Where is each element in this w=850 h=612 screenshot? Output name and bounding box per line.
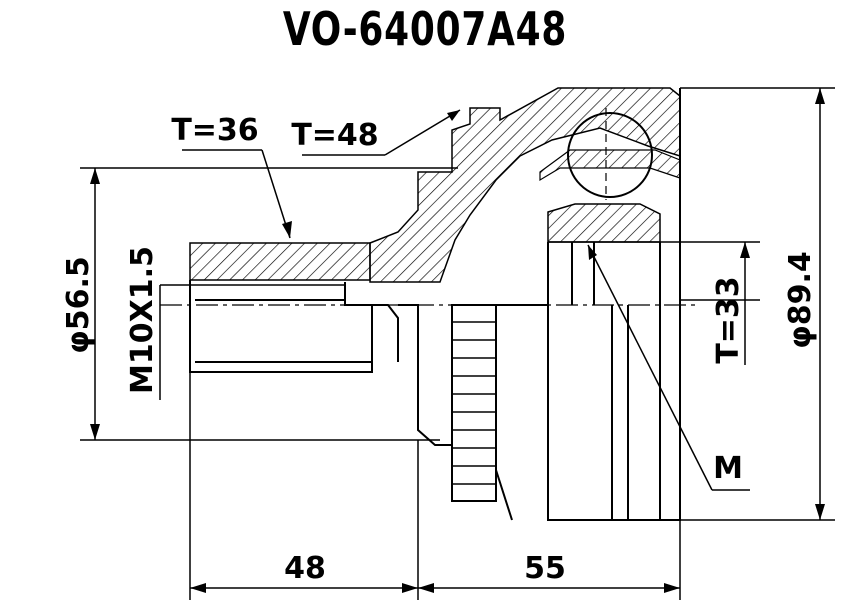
part-number-title: VO-64007A48 bbox=[282, 2, 568, 56]
part-outline bbox=[189, 88, 681, 521]
abs-ring-teeth bbox=[452, 321, 496, 485]
section-hatching bbox=[189, 87, 681, 283]
label-m: M bbox=[713, 451, 743, 486]
label-phi-89-4: φ89.4 bbox=[783, 251, 818, 349]
label-t33: T=33 bbox=[711, 276, 746, 363]
dimension-lines bbox=[80, 87, 835, 600]
label-m10x1-5: M10X1.5 bbox=[125, 246, 160, 394]
label-t36: T=36 bbox=[171, 113, 258, 148]
label-dim-48: 48 bbox=[284, 551, 326, 586]
label-phi-56-5: φ56.5 bbox=[61, 256, 96, 354]
label-t48: T=48 bbox=[291, 118, 378, 153]
label-dim-55: 55 bbox=[524, 551, 566, 586]
dimension-arrows bbox=[90, 88, 825, 593]
